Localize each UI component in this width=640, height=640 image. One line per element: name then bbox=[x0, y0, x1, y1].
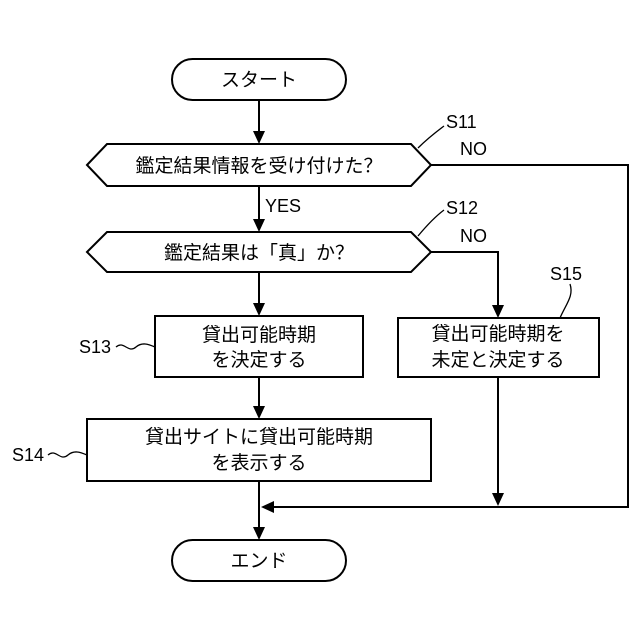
s13-leader bbox=[116, 344, 155, 349]
arrowhead bbox=[253, 219, 265, 232]
arrowhead bbox=[253, 406, 265, 419]
step-label-s14: S14 bbox=[12, 445, 44, 465]
arrowhead bbox=[492, 493, 504, 506]
s15-label-line1: 貸出可能時期を bbox=[431, 323, 564, 345]
arrowhead bbox=[253, 303, 265, 316]
start-label: スタート bbox=[221, 69, 297, 91]
s11-question-label: 鑑定結果情報を受け付けた？ bbox=[135, 155, 382, 177]
connector-s12-no-to-s15 bbox=[429, 252, 498, 307]
s11-leader bbox=[418, 126, 444, 148]
arrowhead bbox=[261, 501, 274, 513]
branch-label-s11-no: NO bbox=[460, 139, 487, 159]
arrowhead bbox=[253, 527, 265, 540]
s14-label-line2: を表示する bbox=[211, 452, 306, 474]
s14-label-line1: 貸出サイトに貸出可能時期 bbox=[145, 426, 373, 448]
step-label-s11: S11 bbox=[446, 112, 477, 132]
s12-leader bbox=[418, 210, 444, 236]
s13-label-line1: 貸出可能時期 bbox=[202, 324, 316, 346]
s12-question-label: 鑑定結果は「真」か？ bbox=[164, 242, 354, 264]
arrowhead bbox=[253, 131, 265, 144]
s13-label-line2: を決定する bbox=[211, 349, 306, 371]
s14-leader bbox=[48, 452, 87, 457]
step-label-s13: S13 bbox=[79, 337, 111, 357]
end-label: エンド bbox=[230, 550, 287, 572]
branch-label-s12-no: NO bbox=[460, 226, 487, 246]
s15-leader bbox=[560, 284, 571, 318]
step-label-s12: S12 bbox=[446, 198, 478, 218]
s15-label-line2: 未定と決定する bbox=[431, 349, 564, 371]
step-label-s15: S15 bbox=[550, 264, 582, 284]
arrowhead bbox=[492, 305, 504, 318]
branch-label-s11-yes: YES bbox=[265, 196, 301, 216]
